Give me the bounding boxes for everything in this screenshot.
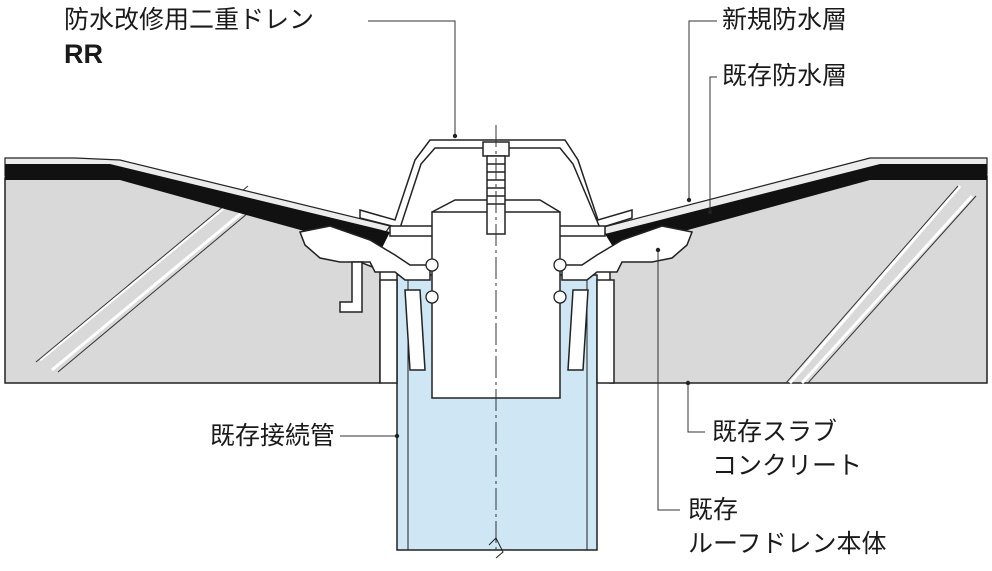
existing-slab-left <box>4 177 381 384</box>
fasteners <box>425 258 567 304</box>
existing-roof-drain-body <box>298 225 694 384</box>
center-bolt <box>482 141 510 235</box>
label-existing-slab-line2: コンクリート <box>712 451 863 480</box>
label-new-waterproof-layer: 新規防水層 <box>722 5 848 34</box>
label-existing-connection-pipe: 既存接続管 <box>210 421 336 450</box>
slab-hatch-lines <box>35 185 977 384</box>
label-existing-drain-line1: 既存 <box>688 495 739 524</box>
leader-dots <box>394 133 713 439</box>
drain-hook-pipe <box>339 261 363 313</box>
slab-hatch <box>39 184 974 385</box>
existing-slab-right <box>609 175 988 384</box>
label-existing-drain-line2: ルーフドレン本体 <box>688 529 887 558</box>
label-existing-waterproof-layer: 既存防水層 <box>722 61 848 90</box>
label-product-code: RR <box>64 39 103 69</box>
label-product-name: 防水改修用二重ドレン <box>64 5 315 34</box>
label-existing-slab-line1: 既存スラブ <box>712 417 838 446</box>
leader-lines <box>340 20 717 511</box>
